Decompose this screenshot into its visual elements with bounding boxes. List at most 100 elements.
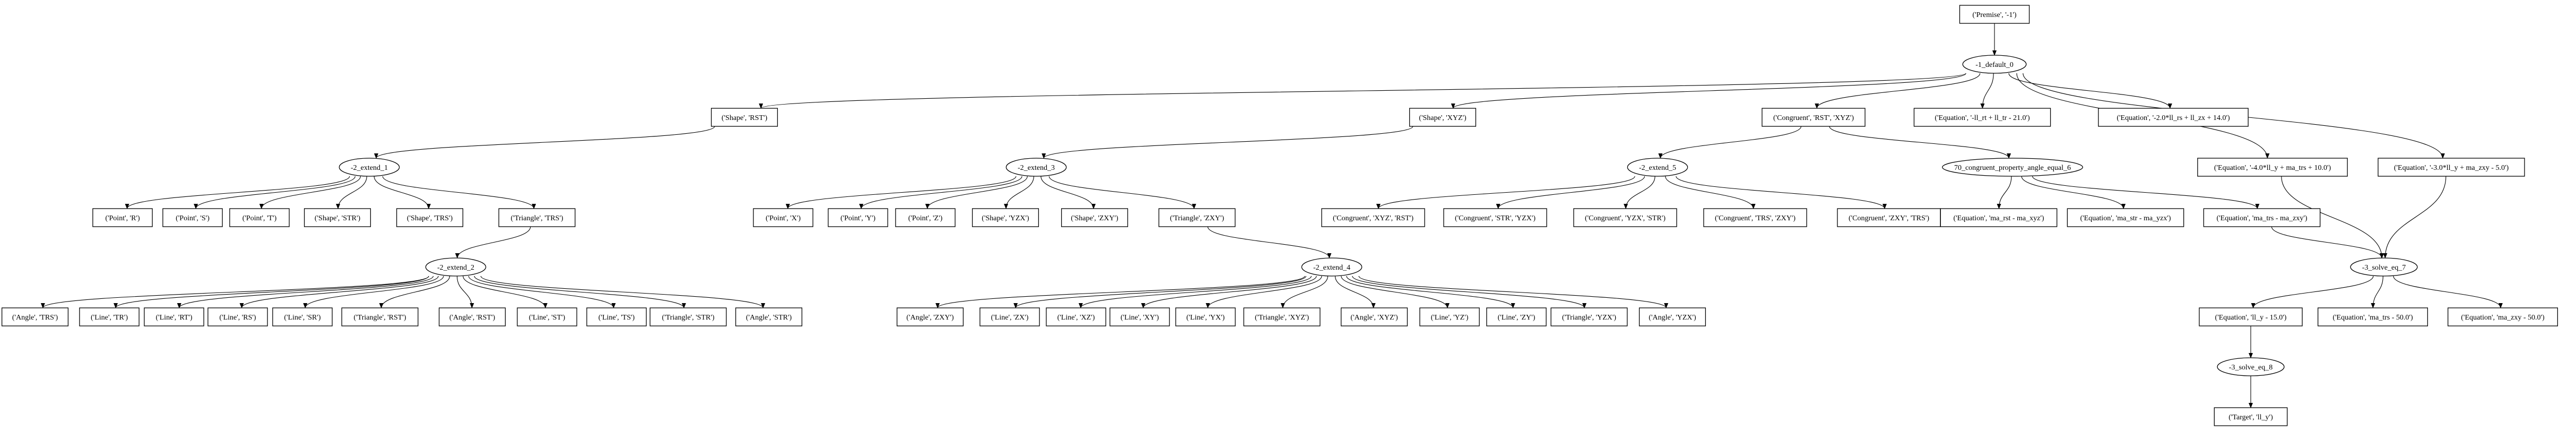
node-label: ('Equation', '-4.0*ll_y + ma_trs + 10.0'… [2214,164,2331,172]
node-box [162,208,223,227]
node-box [2214,407,2288,426]
node-e1-s-str: ('Shape', 'STR') [303,208,371,227]
node-label: ('Shape', 'RST') [722,114,768,122]
node-box [303,208,371,227]
node-premise: ('Premise', '-1') [1959,5,2030,24]
node-label: ('Line', 'YX') [1186,314,1225,322]
edge-extend3-to-e3-s-zxy [1040,176,1096,209]
node-label: ('Equation', 'ma_zxy - 50.0') [2461,314,2545,322]
node-label: ('Angle', 'XYZ') [1350,314,1398,322]
node-box [2203,208,2321,227]
node-label: ('Line', 'TR') [91,314,128,322]
node-e1-p-t: ('Point', 'T') [229,208,290,227]
node-box [272,307,333,326]
node-eq-c: ('Equation', '-4.0*ll_y + ma_trs + 10.0'… [2197,158,2348,177]
node-box [2067,208,2184,227]
node-box [710,108,778,127]
node-e1-tri-trs: ('Triangle', 'TRS') [498,208,576,227]
node-box [753,208,813,227]
node-eq-b: ('Equation', '-2.0*ll_rs + ll_zx + 14.0'… [2098,108,2249,127]
node-label: ('Equation', 'll_y - 15.0') [2215,314,2287,322]
edge-extend1-to-e1-p-s [194,176,355,209]
node-label: ('Angle', 'ZXY') [906,314,954,322]
edge-shape-xyz-to-extend3 [1042,126,1413,159]
node-label: ('Angle', 'YZX') [1649,314,1696,322]
node-label: -3_solve_eq_7 [2362,264,2406,272]
node-label: ('Point', 'T') [242,214,277,222]
node-ellipse [1942,158,2083,177]
edge-extend4-to-e4-7 [1334,276,1376,308]
node-label: ('Shape', 'STR') [315,214,361,222]
node-label: ('Triangle', 'YZX') [1562,314,1616,322]
node-box [2199,307,2303,326]
edge-e3-tri-zxy-to-extend4 [1207,226,1332,259]
node-box [1175,307,1236,326]
node-target: ('Target', 'll_y') [2214,407,2288,426]
node-e1-p-s: ('Point', 'S') [162,208,223,227]
edge-e1-tri-trs-to-extend2 [455,226,531,259]
edge-prop6-to-p6-e3 [2032,176,2260,209]
edge-default0-to-shape-xyz [1451,73,1966,109]
edge-extend2-to-e2-4 [239,276,439,308]
node-label: ('Angle', 'TRS') [12,314,58,322]
edge-extend2-to-e2-6 [379,276,450,308]
node-label: ('Line', 'ZX') [991,314,1029,322]
edge-eq-c-to-solve7 [2281,176,2384,259]
edge-solve7-to-s7-e1 [2251,276,2374,308]
edge-extend4-to-e4-10 [1352,276,1586,308]
node-e4-3: ('Line', 'XZ') [1046,307,1106,326]
node-e2-10: ('Triangle', 'STR') [649,307,727,326]
node-label: ('Angle', 'STR') [746,314,792,322]
node-label: ('Triangle', 'XYZ') [1255,314,1309,322]
node-label: ('Congruent', 'YZX', 'STR') [1585,214,1666,222]
edge-p6-e3-to-solve7 [2271,226,2384,259]
edge-default0-to-eq-b [2008,73,2172,109]
node-box [341,307,419,326]
node-label: -3_solve_eq_8 [2229,364,2273,372]
node-box [1443,208,1547,227]
node-e2-9: ('Line', 'TS') [586,307,647,326]
node-label: -2_extend_3 [1018,164,1055,172]
edge-extend4-to-e4-5 [1205,276,1322,308]
node-box [79,307,140,326]
edge-extend4-to-e4-4 [1141,276,1317,308]
edge-extend4-to-e4-2 [1013,276,1306,308]
node-box [1243,307,1321,326]
edge-extend2-to-e2-10 [474,276,686,308]
node-label: ('Target', 'll_y') [2228,414,2273,421]
node-box [1340,307,1408,326]
node-box [586,307,647,326]
node-box [735,307,803,326]
node-box [1486,307,1547,326]
node-label: ('Triangle', 'RST') [353,314,406,322]
node-e3-p-x: ('Point', 'X') [753,208,813,227]
edge-cong-rst-xyz-to-extend5 [1658,126,1802,159]
node-eq-d: ('Equation', '-3.0*ll_y + ma_zxy - 5.0') [2378,158,2525,177]
edge-extend2-to-e2-9 [468,276,616,308]
node-extend4: -2_extend_4 [1301,257,1363,277]
node-label: ('Line', 'ZY') [1498,314,1536,322]
edge-extend3-to-e3-tri-zxy [1048,176,1196,209]
node-eq-a: ('Equation', '-ll_rt + ll_tr - 21.0') [1913,108,2051,127]
node-e2-11: ('Angle', 'STR') [735,307,803,326]
edge-extend1-to-e1-s-trs [374,176,431,209]
edge-solve7-to-s7-e3 [2393,276,2503,308]
node-ellipse [339,158,400,177]
edge-extend4-to-e4-6 [1280,276,1329,308]
node-label: ('Line', 'TS') [599,314,635,322]
node-box [1419,307,1480,326]
edge-extend3-to-e3-p-x [785,176,1017,209]
node-e3-p-y: ('Point', 'Y') [828,208,888,227]
node-extend3: -2_extend_3 [1005,158,1067,177]
edge-extend2-to-e2-7 [456,276,474,308]
node-e2-8: ('Line', 'ST') [517,307,577,326]
node-box [1158,208,1236,227]
node-e2-5: ('Line', 'SR') [272,307,333,326]
node-label: ('Congruent', 'RST', 'XYZ') [1773,114,1854,122]
node-shape-rst: ('Shape', 'RST') [710,108,778,127]
node-e1-s-trs: ('Shape', 'TRS') [396,208,464,227]
node-box [144,307,204,326]
node-ellipse [2217,357,2285,376]
edge-extend3-to-e3-s-yzx [1004,176,1034,209]
node-box [1573,208,1677,227]
